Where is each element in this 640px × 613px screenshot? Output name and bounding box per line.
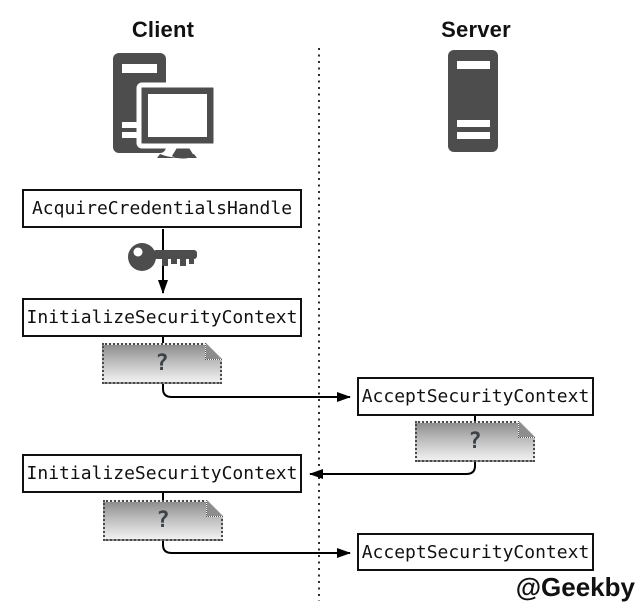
accept-security-context-label-2: AcceptSecurityContext — [361, 541, 590, 563]
accept-security-context-box-2: AcceptSecurityContext — [357, 533, 594, 571]
connector-token1-to-accept1 — [162, 384, 351, 402]
acquire-credentials-handle-box: AcquireCredentialsHandle — [22, 189, 302, 228]
security-token-3-symbol: ? — [156, 508, 170, 533]
token-2-folded-corner — [518, 421, 535, 438]
initialize-security-context-box-2: InitializeSecurityContext — [22, 454, 302, 493]
token-1-folded-corner — [205, 343, 222, 360]
accept-security-context-label-1: AcceptSecurityContext — [361, 386, 590, 407]
client-computer-icon — [113, 53, 219, 163]
security-token-3: ? — [103, 500, 223, 541]
accept-security-context-box-1: AcceptSecurityContext — [357, 377, 594, 416]
geekby-watermark: @Geekby — [515, 572, 635, 602]
initialize-security-context-label-2: InitializeSecurityContext — [26, 463, 298, 484]
server-column-title: Server — [441, 17, 511, 42]
security-token-2: ? — [415, 421, 535, 462]
acquire-credentials-handle-label: AcquireCredentialsHandle — [31, 198, 293, 219]
client-column-title: Client — [131, 17, 195, 42]
connector-token3-to-accept2 — [162, 541, 351, 558]
security-token-2-symbol: ? — [468, 429, 482, 454]
security-token-1-symbol: ? — [155, 351, 169, 376]
connector-token2-to-initialize2 — [309, 462, 476, 479]
initialize-security-context-box-1: InitializeSecurityContext — [22, 298, 302, 337]
token-3-folded-corner — [206, 500, 223, 517]
initialize-security-context-label-1: InitializeSecurityContext — [26, 307, 298, 328]
server-tower-icon — [448, 50, 498, 152]
key-icon — [128, 243, 197, 271]
security-token-1: ? — [102, 343, 222, 384]
